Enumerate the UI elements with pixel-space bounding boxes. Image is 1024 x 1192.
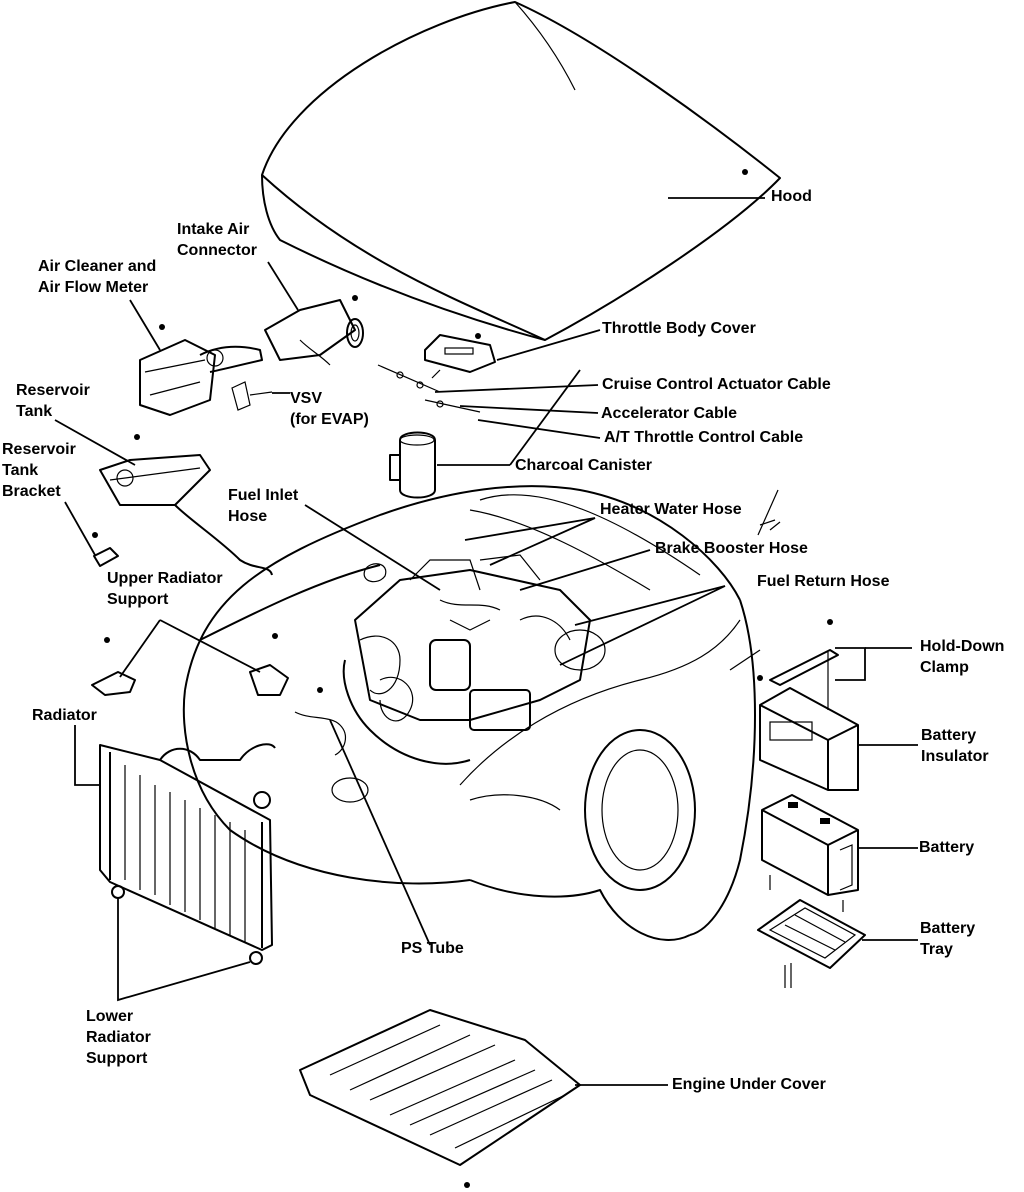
upper-radiator-support-part [91, 633, 289, 696]
leader-lines [54, 197, 918, 1086]
label-vsv: VSV (for EVAP) [290, 390, 369, 428]
label-lower-radiator-support: Lower Radiator Support [86, 1008, 151, 1067]
intake-air-connector-part [264, 295, 364, 366]
label-hold-down-clamp: Hold-Down Clamp [920, 638, 1005, 676]
label-reservoir-tank: Reservoir Tank [16, 382, 90, 420]
label-battery-insulator: Battery Insulator [921, 727, 989, 765]
label-hood: Hood [771, 188, 812, 205]
battery-tray-part [757, 875, 866, 988]
engine-block [342, 554, 606, 765]
cables-part [377, 364, 481, 413]
engine-under-cover-part [299, 1009, 581, 1188]
label-engine-under-cover: Engine Under Cover [672, 1076, 826, 1093]
reservoir-tank-bracket-part [92, 532, 119, 567]
label-radiator: Radiator [32, 707, 97, 724]
radiator-part [99, 743, 276, 965]
battery-insulator-part [759, 687, 859, 791]
label-fuel-return-hose: Fuel Return Hose [757, 573, 890, 590]
reservoir-tank-part [99, 434, 273, 576]
label-upper-radiator-support: Upper Radiator Support [107, 570, 223, 608]
ps-tube-part [294, 687, 347, 756]
battery-part [761, 794, 859, 896]
label-air-cleaner: Air Cleaner and Air Flow Meter [38, 258, 157, 296]
hold-down-clamp-part [757, 619, 839, 710]
label-charcoal-canister: Charcoal Canister [515, 457, 652, 474]
label-cruise-control-cable: Cruise Control Actuator Cable [602, 376, 831, 393]
charcoal-canister-part [389, 431, 436, 499]
label-brake-booster-hose: Brake Booster Hose [655, 540, 808, 557]
label-heater-water-hose: Heater Water Hose [600, 501, 742, 518]
car-body [182, 485, 756, 941]
air-cleaner-part [139, 324, 263, 416]
label-accelerator-cable: Accelerator Cable [601, 405, 738, 422]
label-ps-tube: PS Tube [401, 940, 464, 957]
label-battery-tray: Battery Tray [920, 920, 976, 958]
hood-part [261, 1, 781, 341]
label-at-throttle-cable: A/T Throttle Control Cable [604, 429, 804, 446]
vsv-part [231, 381, 273, 411]
label-battery: Battery [919, 839, 975, 856]
label-throttle-body-cover: Throttle Body Cover [602, 320, 756, 337]
label-fuel-inlet-hose: Fuel Inlet Hose [228, 487, 299, 525]
label-reservoir-tank-bracket: Reservoir Tank Bracket [2, 441, 76, 500]
label-intake-air-connector: Intake Air Connector [177, 221, 257, 259]
throttle-body-cover-part [424, 333, 496, 373]
